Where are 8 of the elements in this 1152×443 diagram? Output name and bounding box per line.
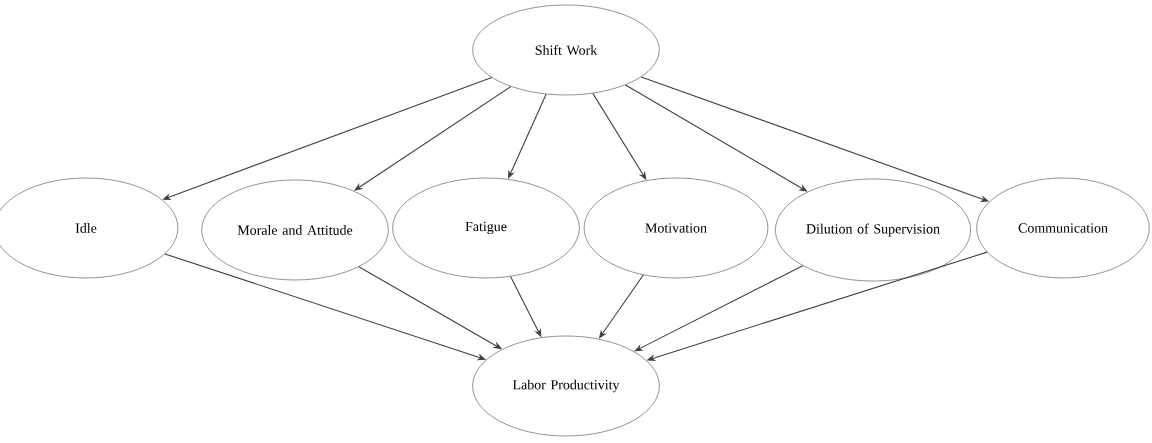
arrow — [634, 265, 804, 352]
ellipse-node: Labor Productivity — [472, 335, 660, 437]
ellipse-node: Fatigue — [392, 177, 580, 279]
ellipse-node: Dilution of Supervision — [775, 178, 971, 282]
ellipse-node: Morale and Attitude — [201, 179, 389, 281]
ellipse-node: Communication — [976, 177, 1150, 279]
ellipse-node: Motivation — [583, 177, 769, 279]
ellipse-node: Shift Work — [472, 4, 660, 96]
